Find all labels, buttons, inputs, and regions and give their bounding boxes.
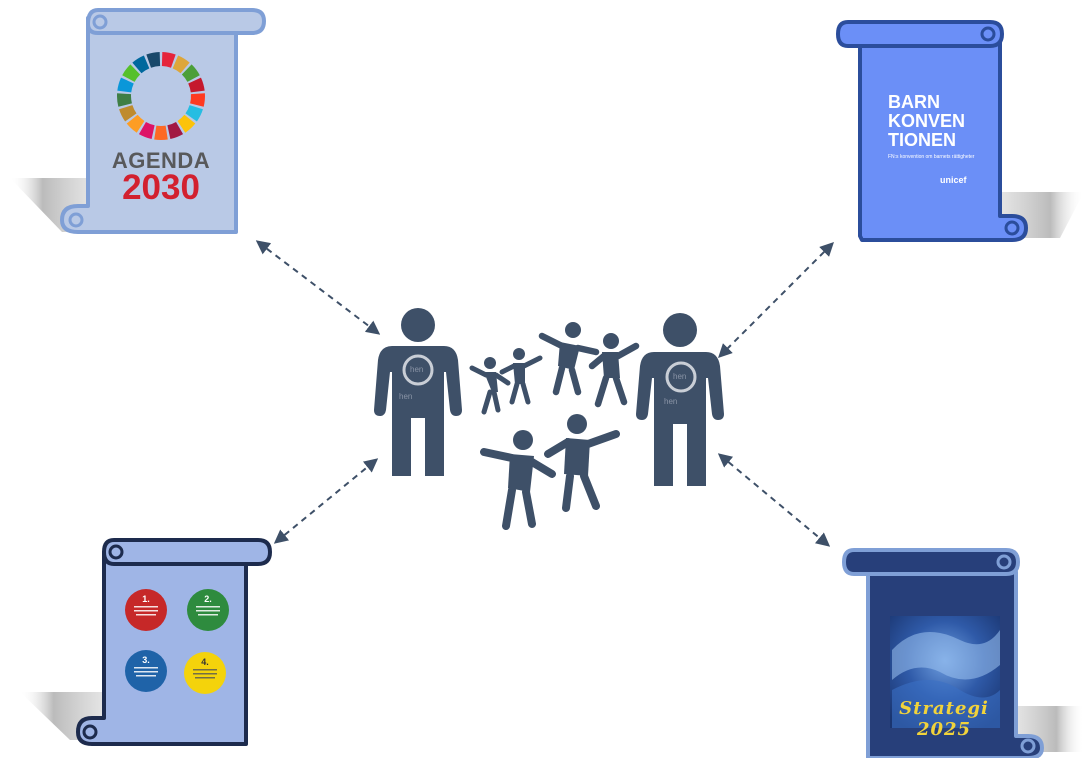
sdg-wheel-segment: [138, 121, 155, 139]
agenda-year: 2030: [122, 168, 200, 207]
pronoun-label-right-small: hen: [664, 397, 678, 406]
sdg-wheel-segment: [122, 64, 141, 82]
child-figure-4: [588, 333, 640, 408]
child-figure-5: [480, 430, 556, 530]
strategi-title: Strategi 2025: [899, 698, 989, 740]
sdg-wheel-segment: [190, 93, 205, 107]
child-figure-3: [538, 322, 600, 396]
sdg-wheel-segment: [126, 114, 145, 133]
sdg-wheel-segment: [172, 55, 190, 74]
sdg-wheel-segment: [132, 55, 150, 74]
arrow-barn-to-adult: [718, 242, 834, 358]
sdg-wheel-segment: [154, 125, 168, 140]
arrow-agenda-to-adult: [255, 240, 381, 335]
principles-scroll: [76, 538, 273, 746]
barnkonventionen-title: BARN KONVEN TIONEN: [888, 93, 998, 150]
child-figure-6: [544, 414, 620, 512]
pronoun-label-left-small: hen: [399, 392, 413, 401]
agenda-word: AGENDA: [111, 148, 211, 173]
principle-number-4: 4.: [201, 657, 209, 667]
sdg-wheel-segment: [167, 121, 184, 139]
barnkonventionen-subtitle: FN:s konvention om barnets rättigheter: [888, 154, 975, 160]
pronoun-label-right: hen: [673, 372, 687, 381]
sdg-wheel-segment: [177, 114, 196, 133]
child-figure-1: [469, 357, 511, 415]
sdg-wheel-segment: [181, 64, 200, 82]
agenda-2030-scroll: [60, 8, 267, 234]
principle-number-2: 2.: [204, 594, 212, 604]
arrow-strategi-to-adult: [717, 453, 831, 547]
sdg-wheel-segment: [161, 52, 176, 68]
barn-title-line-2: KONVEN: [888, 111, 966, 131]
unicef-logo: unicef: [940, 175, 967, 185]
strategi-2025-scroll: [841, 548, 1044, 758]
principle-number-3: 3.: [142, 655, 150, 665]
adult-figure-right: [636, 313, 724, 486]
barn-title-line-3: TIONEN: [888, 130, 957, 150]
pronoun-label-left: hen: [410, 365, 424, 374]
principle-number-1: 1.: [142, 594, 150, 604]
sdg-wheel-segment: [188, 77, 205, 93]
barn-title-line-1: BARN: [888, 92, 940, 112]
sdg-wheel-segment: [116, 93, 132, 107]
barnkonventionen-scroll: [835, 20, 1028, 242]
children-group: [469, 322, 640, 530]
sdg-wheel-segment: [117, 77, 134, 93]
arrow-principles-to-adult: [273, 458, 379, 544]
sdg-wheel-segment: [185, 105, 203, 122]
child-figure-2: [499, 348, 543, 405]
adult-figure-left: [374, 308, 462, 476]
sdg-wheel-segment: [119, 105, 137, 122]
sdg-wheel-segment: [146, 52, 161, 68]
sdg-wheel-icon: [116, 52, 205, 140]
connector-arrows: [255, 240, 834, 547]
